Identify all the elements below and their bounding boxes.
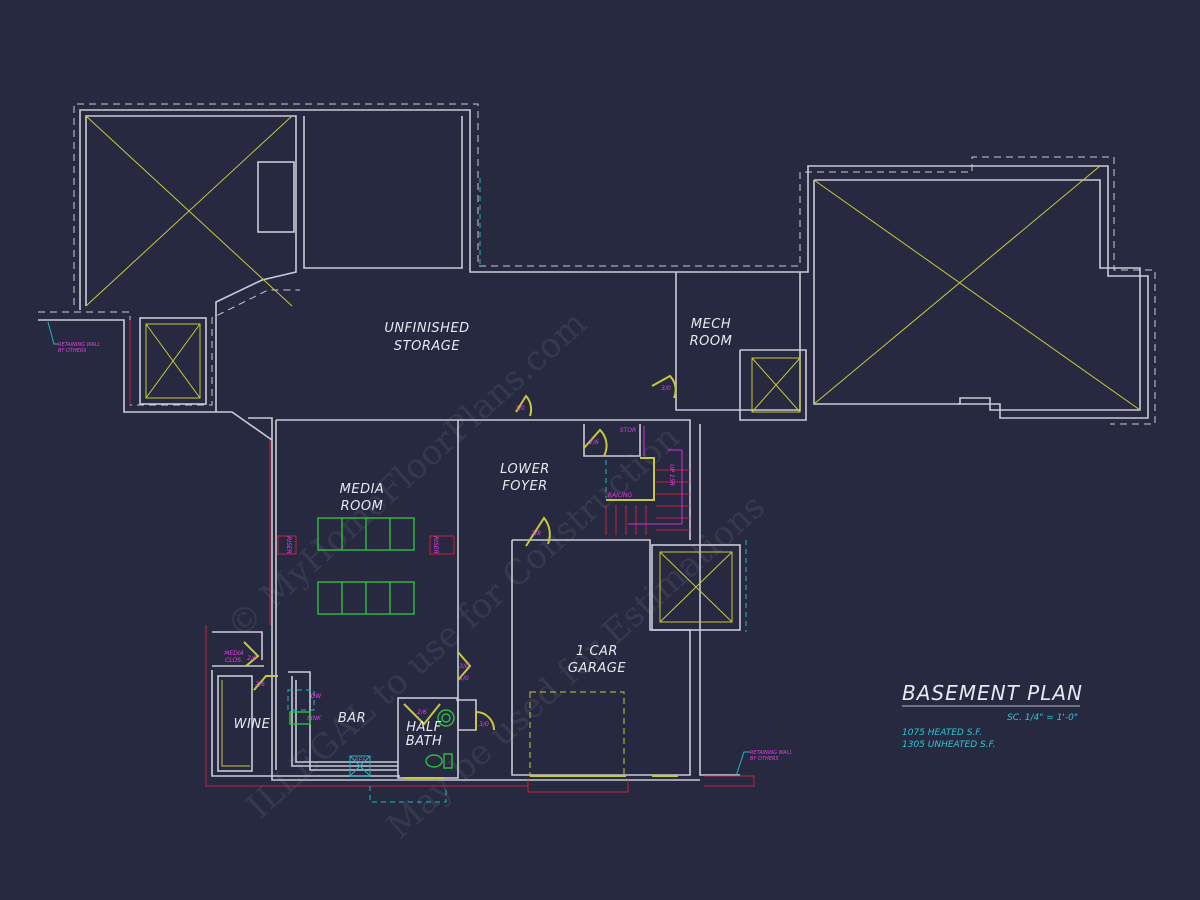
tags-door-media-2: 3/0: [459, 675, 469, 682]
tags-ref: REF: [354, 757, 366, 764]
crawl-space-marks: [85, 115, 1141, 623]
tags-door-garage: 2/8: [531, 530, 541, 537]
label-half-bath: HALF: [406, 720, 441, 735]
rooms-foyer-2: FOYER: [502, 479, 547, 494]
tags-door-garage-2: 3/0: [479, 721, 489, 728]
unheated-area: 1305 UNHEATED S.F.: [902, 740, 995, 750]
notes-retaining-left-1: RETAINING WALL: [58, 342, 100, 348]
rooms-storage-2: STORAGE: [394, 339, 460, 354]
label-media-room: MEDIA: [340, 482, 385, 497]
tags-sink: SINK: [307, 715, 322, 722]
tags-dw: DW: [311, 693, 323, 700]
stair: [605, 426, 690, 535]
heated-area: 1075 HEATED S.F.: [902, 728, 982, 738]
tags-riser-left: RISER: [285, 536, 292, 554]
rooms-media-2: ROOM: [341, 499, 384, 514]
label-unfinished-storage: UNFINISHED: [384, 321, 469, 336]
footing-outline: [38, 103, 1156, 425]
tags-door-media-1: 3/0: [459, 663, 469, 670]
tags-door-wine: 2/6: [255, 681, 265, 688]
tags-riser-right: RISER: [432, 536, 439, 554]
room-labels: UNFINISHED STORAGE MECH ROOM LOWER FOYER…: [234, 317, 733, 749]
tags-media-clos-2: CLOS.: [225, 657, 243, 664]
door-tags: 3/0 3/0 2/6 2/8 3/0 3/0 2/6 2/6 2/6 3/0 …: [224, 385, 675, 764]
tags-door-closet: 2/6: [247, 655, 257, 662]
label-bar: BAR: [338, 711, 366, 726]
tags-door-storage: 3/0: [515, 405, 525, 412]
tags-door-mech: 3/0: [661, 385, 671, 392]
rooms-garage-2: GARAGE: [568, 661, 626, 676]
label-wine: WINE: [234, 717, 271, 732]
rooms-mech-2: ROOM: [690, 334, 733, 349]
tags-stair: UP 15R: [668, 464, 675, 486]
retaining-wall-notes: RETAINING WALL BY OTHERS RETAINING WALL …: [47, 321, 792, 777]
tags-railing: RAILING: [608, 492, 633, 499]
label-garage: 1 CAR: [576, 644, 618, 659]
tags-door-bath: 2/6: [417, 709, 427, 716]
retaining-walls: [129, 320, 755, 793]
notes-retaining-right-1: RETAINING WALL: [750, 750, 792, 756]
notes-retaining-left-2: BY OTHERS: [58, 348, 87, 354]
label-lower-foyer: LOWER: [500, 462, 550, 477]
label-mech-room: MECH: [691, 317, 731, 332]
plan-title: BASEMENT PLAN: [902, 681, 1083, 705]
rooms-bath-2: BATH: [406, 734, 443, 749]
walls: [38, 109, 1149, 781]
tags-media-clos-1: MEDIA: [224, 650, 243, 657]
fixtures: [221, 178, 747, 803]
plan-scale: SC. 1/4" = 1'-0": [1007, 713, 1078, 723]
media-furniture: [277, 517, 455, 615]
tags-stor: STOR: [620, 427, 636, 434]
title-block: BASEMENT PLAN SC. 1/4" = 1'-0" 1075 HEAT…: [902, 681, 1083, 750]
notes-retaining-right-2: BY OTHERS: [750, 756, 779, 762]
tags-door-stor: 2/6: [589, 439, 599, 446]
